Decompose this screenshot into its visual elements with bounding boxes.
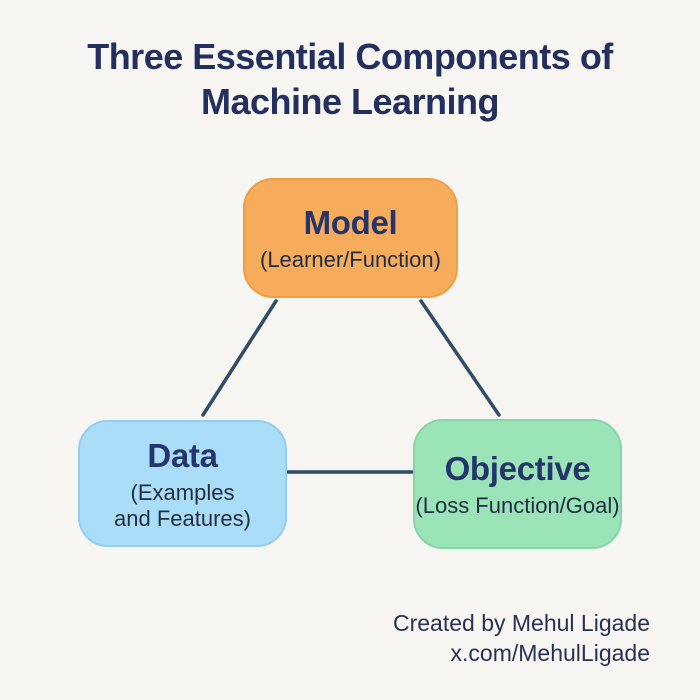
node-objective-sublabel: (Loss Function/Goal): [415, 493, 620, 518]
connector-model-objective: [419, 299, 501, 417]
node-model: Model (Learner/Function): [243, 178, 458, 298]
connector-model-data: [201, 299, 278, 417]
node-objective: Objective (Loss Function/Goal): [413, 419, 622, 549]
node-data-label: Data: [147, 436, 218, 474]
attribution: Created by Mehul Ligade x.com/MehulLigad…: [393, 608, 650, 668]
attribution-handle: x.com/MehulLigade: [450, 640, 650, 666]
node-data-sublabel: (Examples and Features): [114, 479, 251, 531]
node-model-sublabel: (Learner/Function): [260, 247, 441, 272]
node-objective-label: Objective: [444, 450, 591, 487]
node-model-label: Model: [303, 204, 398, 241]
node-data: Data (Examples and Features): [78, 420, 287, 547]
attribution-credit: Created by Mehul Ligade: [393, 610, 650, 636]
page-title: Three Essential Components of Machine Le…: [87, 36, 613, 122]
